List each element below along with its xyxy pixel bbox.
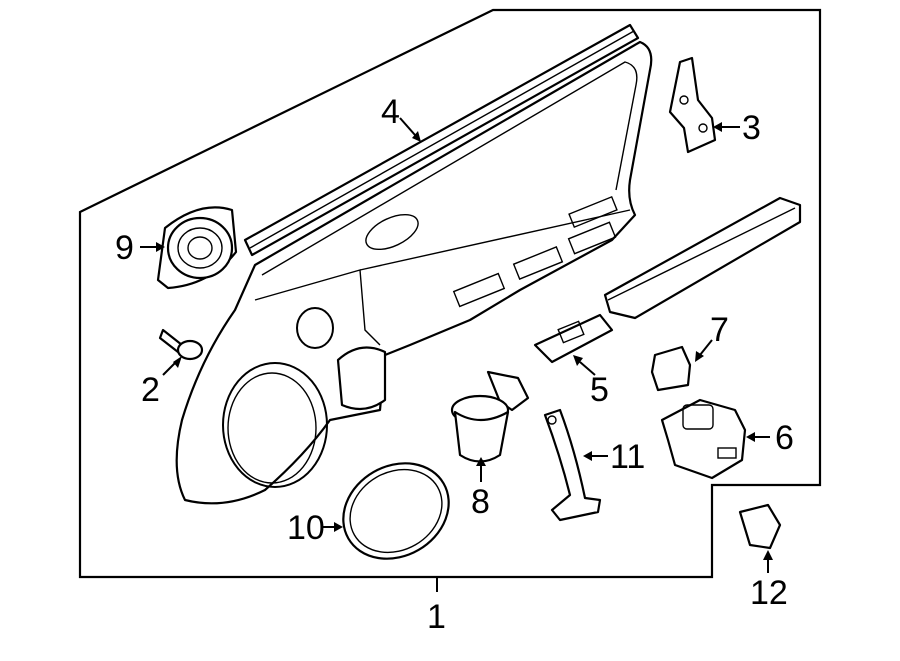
callout-9: 9 [115, 229, 134, 267]
callout-3: 3 [742, 109, 761, 147]
weatherstrip-part[interactable] [243, 23, 640, 257]
pull-handle-part[interactable] [543, 408, 602, 522]
callout-12: 12 [750, 574, 788, 612]
bracket-part[interactable] [668, 56, 717, 154]
door-trim-panel[interactable] [175, 40, 653, 505]
clip-part[interactable] [158, 328, 204, 361]
callout-2: 2 [141, 371, 160, 409]
callout-11: 11 [610, 438, 645, 476]
callout-5: 5 [590, 371, 609, 409]
leader-lines [140, 117, 773, 592]
switch-assembly-part[interactable] [660, 398, 747, 480]
trim-cap-part[interactable] [738, 503, 782, 550]
switch-panel-part[interactable] [533, 313, 614, 364]
speaker-grille-opening [222, 362, 328, 488]
cup-holder-part[interactable] [450, 370, 530, 463]
callout-10: 10 [287, 509, 325, 547]
speaker-grille-part[interactable] [326, 445, 466, 578]
callout-7: 7 [710, 311, 729, 349]
tweeter-opening [296, 307, 334, 349]
armrest-cover-part[interactable] [603, 196, 802, 320]
switch-part[interactable] [650, 345, 692, 392]
callout-4: 4 [381, 93, 400, 131]
assembly-outline [78, 8, 822, 579]
callout-1: 1 [427, 598, 446, 636]
callout-8: 8 [471, 483, 490, 521]
callout-6: 6 [775, 419, 794, 457]
speaker-part[interactable] [156, 206, 238, 290]
